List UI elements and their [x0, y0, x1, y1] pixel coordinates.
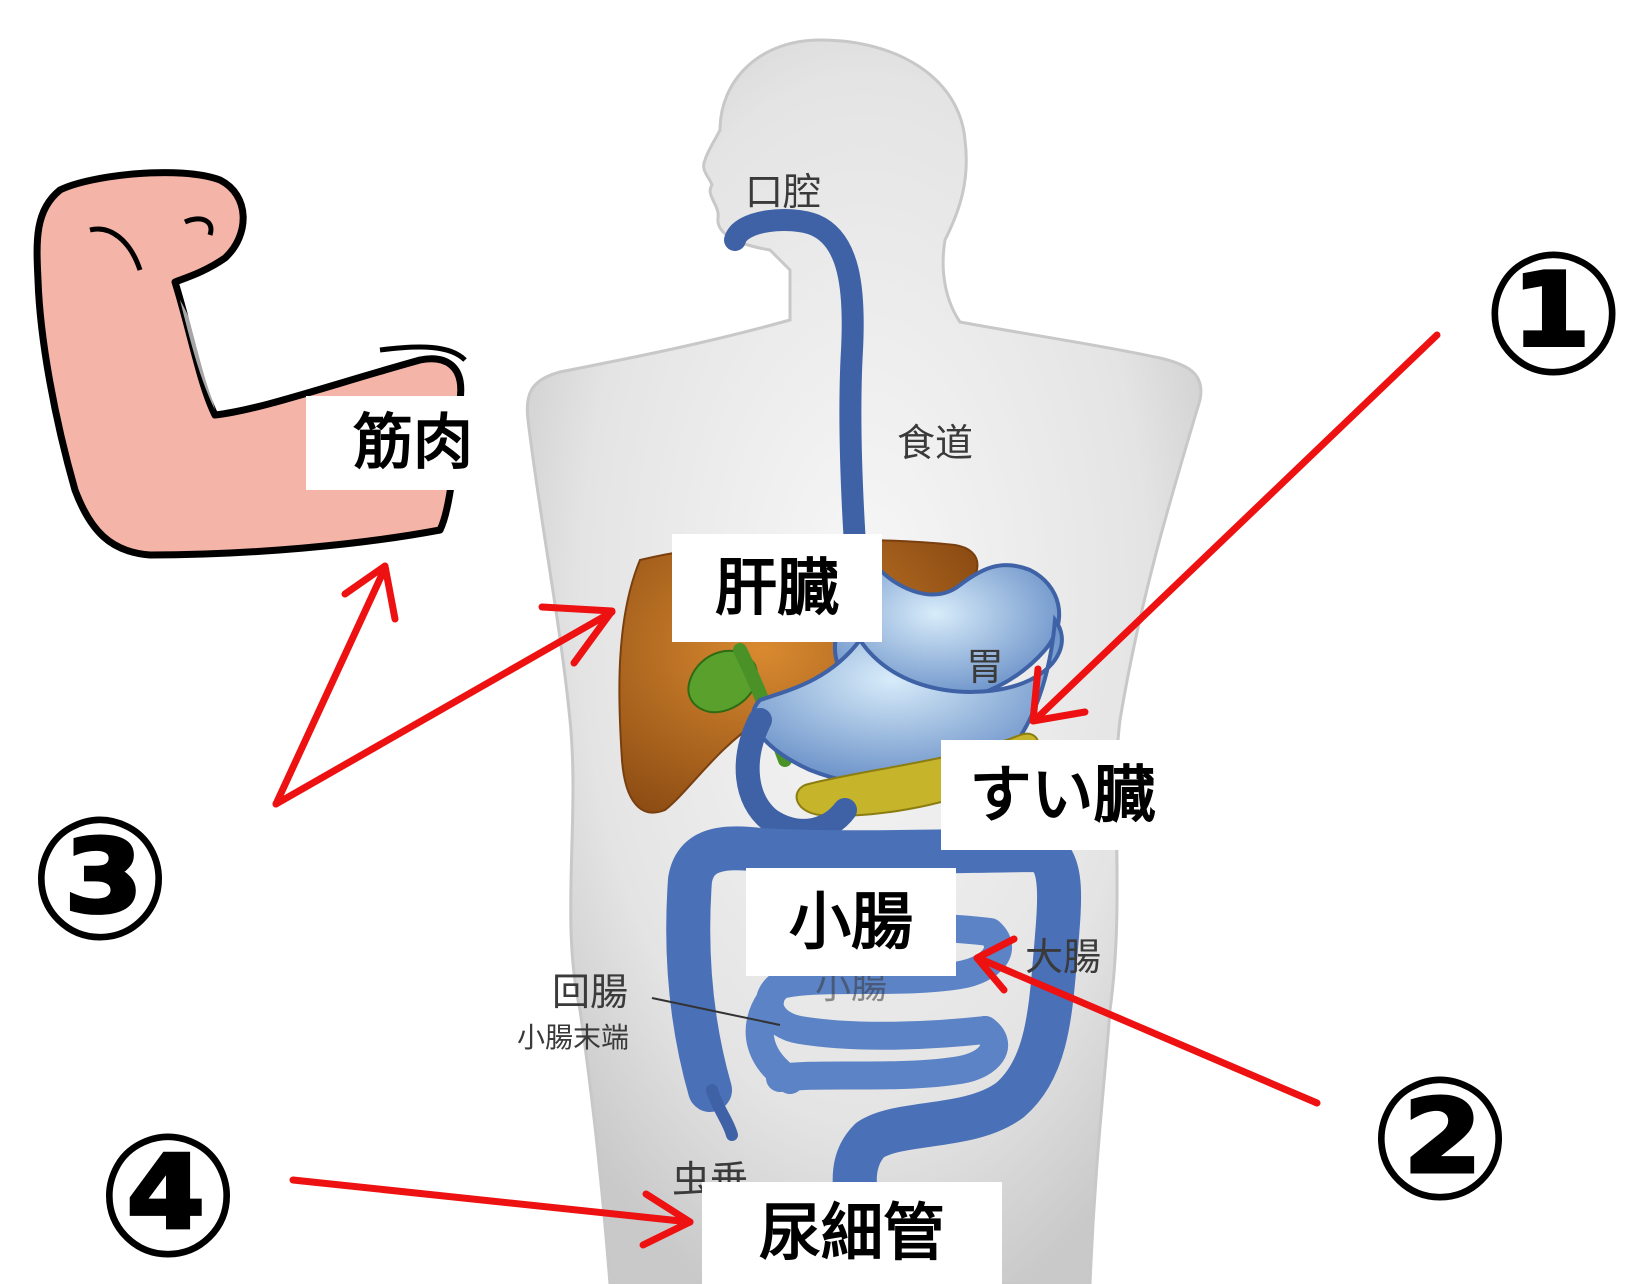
ileum-label: 回腸 [552, 970, 628, 1014]
callout-small-intestine: 小腸 [746, 868, 956, 976]
callout-muscle: 筋肉 [306, 396, 520, 490]
number-3: ③ [0, 780, 200, 980]
stomach-label: 胃 [966, 645, 1004, 689]
esophagus-label: 食道 [897, 421, 973, 465]
large-intestine-label: 大腸 [1025, 935, 1101, 979]
callout-liver: 肝臓 [672, 534, 882, 642]
number-1: ① [1455, 215, 1652, 415]
callout-renal-tubule: 尿細管 [702, 1182, 1002, 1284]
number-2: ② [1340, 1040, 1540, 1240]
oral-cavity-label: 口腔 [745, 170, 821, 214]
number-4: ④ [68, 1110, 268, 1284]
ileum-sublabel: 小腸末端 [517, 1021, 629, 1054]
callout-pancreas: すい臓 [941, 740, 1184, 850]
